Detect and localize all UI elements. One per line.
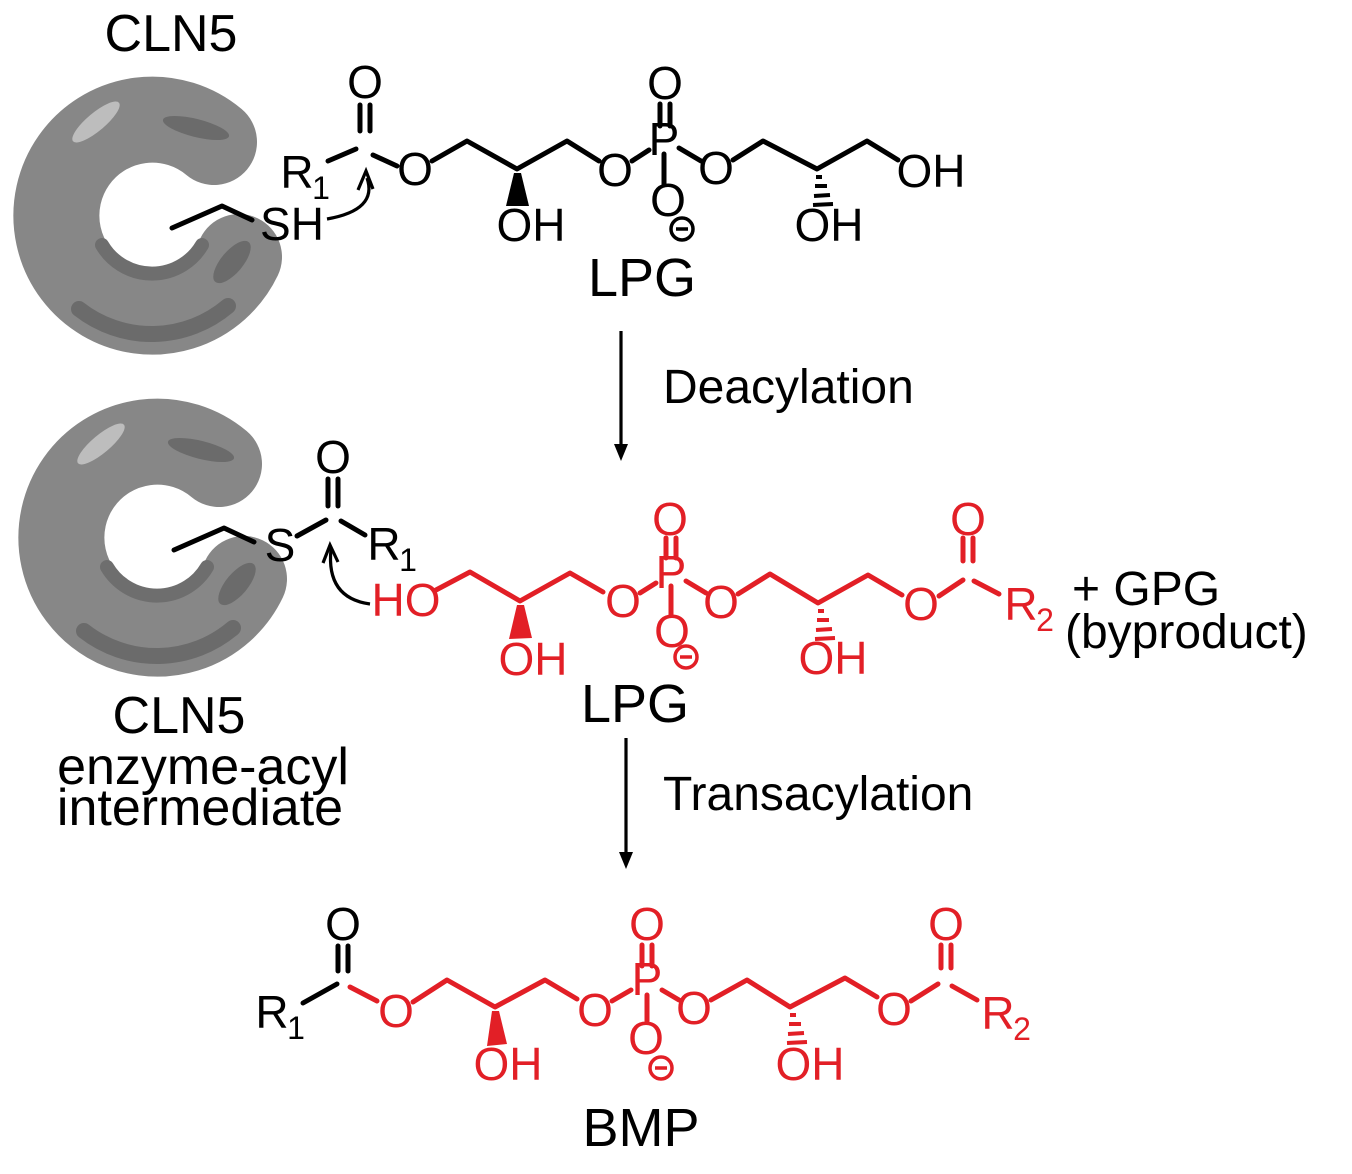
bonds-acyl-2 xyxy=(936,535,1002,599)
cln5-title: CLN5 xyxy=(105,5,238,63)
phosphorus: P xyxy=(649,113,680,165)
transacylation-label: Transacylation xyxy=(663,768,973,821)
enzyme-thioester-linker xyxy=(171,525,257,553)
lpg-label-top: LPG xyxy=(588,248,696,308)
enzyme-cln5-middle xyxy=(61,418,262,656)
molecule-lpg-top: R 1 O O OH O P O O O xyxy=(280,56,965,251)
ester-o-2: O xyxy=(876,983,912,1035)
oh-label: OH xyxy=(474,1038,543,1090)
bonds-glycerol-1 xyxy=(410,977,580,1046)
thioester-group: S O R 1 xyxy=(265,431,417,578)
negative-charge-icon xyxy=(669,216,695,242)
wedge-bond xyxy=(487,1011,507,1046)
lpg-label-middle: LPG xyxy=(581,674,689,734)
bonds-phosphate xyxy=(637,535,709,618)
r2-label: R xyxy=(981,987,1014,1039)
carbonyl-o: O xyxy=(325,898,361,950)
phosphate-o-bottom: O xyxy=(654,605,690,657)
bonds-glycerol-2 xyxy=(708,975,880,1045)
molecule-lpg-middle: HO OH O P O O O OH O xyxy=(372,493,1054,685)
deacylation-arrow xyxy=(614,331,628,461)
r1-subscript: 1 xyxy=(312,170,330,206)
gpg-byproduct-label: + GPG xyxy=(1072,563,1220,616)
enzyme-thiol-linker xyxy=(169,203,255,231)
phosphate-o-right: O xyxy=(676,982,712,1034)
phosphate-o-left: O xyxy=(605,575,641,627)
r1-label: R xyxy=(367,518,400,570)
bonds-thioester xyxy=(294,476,368,539)
bonds-glycerol-1 xyxy=(433,569,606,639)
oh-label: OH xyxy=(776,1038,845,1090)
transacylation-arrow xyxy=(619,738,633,869)
bonds-acyl xyxy=(325,102,400,169)
phosphate-o-left: O xyxy=(597,144,633,196)
phosphate-o-right: O xyxy=(703,576,739,628)
r1-subscript: 1 xyxy=(399,542,417,578)
phosphate-o-left: O xyxy=(577,984,613,1036)
phosphorus: P xyxy=(632,953,663,1005)
r1-label: R xyxy=(255,986,288,1038)
ho-label: HO xyxy=(372,574,441,626)
deacylation-label: Deacylation xyxy=(663,361,914,414)
phosphorus: P xyxy=(656,546,687,598)
bmp-label: BMP xyxy=(582,1098,699,1158)
bonds-glycerol-1 xyxy=(429,138,602,206)
sulfur-label: S xyxy=(265,519,296,571)
gpg-byproduct-note: (byproduct) xyxy=(1065,606,1308,659)
negative-charge-icon xyxy=(673,644,699,670)
bonds-glycerol-2 xyxy=(735,571,905,641)
enzyme-cln5-top xyxy=(56,96,257,334)
ester-o: O xyxy=(397,143,433,195)
bonds-acyl-black xyxy=(300,943,351,1006)
mechanism-arrow-2 xyxy=(321,540,371,606)
carbonyl-o: O xyxy=(347,56,383,108)
svg-text:CLN5: CLN5 xyxy=(113,687,246,745)
molecule-bmp: R 1 O O OH O P O O O xyxy=(255,898,1031,1090)
svg-text:enzyme-acyl: enzyme-acyl xyxy=(57,738,349,796)
mechanism-arrow-1 xyxy=(326,166,375,221)
svg-text:intermediate: intermediate xyxy=(57,779,343,837)
carbonyl-o: O xyxy=(950,493,986,545)
wedge-bond xyxy=(506,173,529,206)
phosphate-o-bottom: O xyxy=(628,1012,664,1064)
ester-o: O xyxy=(378,985,414,1037)
thiol-sh-label: SH xyxy=(260,198,324,250)
bonds-phosphate xyxy=(609,942,682,1024)
ester-o: O xyxy=(903,578,939,630)
r1-subscript: 1 xyxy=(287,1010,305,1046)
bonds-phosphate xyxy=(629,101,704,187)
r2-subscript: 2 xyxy=(1036,602,1054,638)
intermediate-caption: CLN5 enzyme-acyl intermediate xyxy=(57,687,349,837)
bonds-acyl-2 xyxy=(908,942,980,1004)
carbonyl-o-2: O xyxy=(928,898,964,950)
phosphate-o-top: O xyxy=(652,493,688,545)
phosphate-o-right: O xyxy=(698,142,734,194)
oh-label: OH xyxy=(795,199,864,251)
phosphate-o-top: O xyxy=(647,57,683,109)
r2-subscript: 2 xyxy=(1013,1011,1031,1047)
negative-charge-icon xyxy=(648,1055,674,1081)
oh-label: OH xyxy=(499,633,568,685)
thioester-carbonyl-o: O xyxy=(315,431,351,483)
r2-label: R xyxy=(1004,578,1037,630)
oh-label: OH xyxy=(799,632,868,684)
wedge-bond xyxy=(509,605,532,639)
phosphate-o-top: O xyxy=(629,898,665,950)
bonds-glycerol-2 xyxy=(730,138,901,207)
r1-label: R xyxy=(280,146,313,198)
terminal-oh: OH xyxy=(897,145,966,197)
oh-label: OH xyxy=(497,199,566,251)
